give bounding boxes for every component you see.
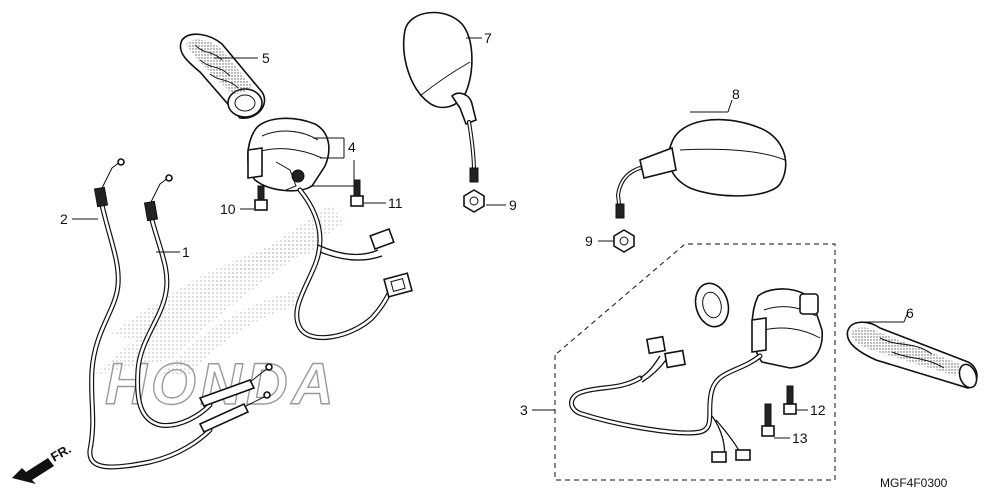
- callout-9-lower: 9: [585, 233, 593, 249]
- front-arrow-icon: [12, 458, 54, 484]
- part-6-handle-grip: [846, 321, 978, 389]
- callout-7: 7: [484, 30, 492, 46]
- callout-12: 12: [810, 402, 826, 418]
- leader-lines: [72, 37, 909, 439]
- bolt-12: [783, 385, 797, 415]
- callout-2: 2: [60, 211, 68, 227]
- callout-9-upper: 9: [509, 197, 517, 213]
- callout-11: 11: [388, 195, 403, 211]
- part-3-right-switch: [569, 282, 823, 463]
- nut-9-upper: [463, 189, 485, 213]
- nut-9-lower: [613, 229, 635, 253]
- callout-10: 10: [220, 201, 236, 217]
- part-5-throttle-grip: [179, 33, 266, 119]
- front-direction-indicator: FR.: [12, 441, 74, 484]
- bolt-11: [350, 179, 364, 207]
- callout-labels: 1 2 3 4 5 6 7 8 9 9 10 11 12 13: [60, 30, 914, 446]
- callout-5: 5: [262, 50, 270, 66]
- part-4-wiring-harness: [294, 187, 413, 341]
- part-1-2-throttle-cables: [87, 158, 273, 470]
- part-3-group-boundary: [554, 243, 836, 481]
- callout-13: 13: [792, 430, 808, 446]
- part-8-right-mirror: [615, 118, 787, 219]
- bolt-10: [254, 185, 268, 211]
- diagram-code: MGF4F0300: [880, 476, 948, 490]
- part-7-left-mirror: [402, 11, 479, 183]
- part-4-switch-housing: [247, 117, 330, 192]
- bolt-13: [761, 403, 775, 437]
- callout-6: 6: [906, 305, 914, 321]
- callout-4: 4: [348, 139, 356, 155]
- callout-8: 8: [732, 86, 740, 102]
- callout-1: 1: [182, 244, 190, 260]
- callout-3: 3: [520, 402, 528, 418]
- front-label: FR.: [48, 441, 74, 464]
- honda-wing-watermark: HONDA: [95, 205, 345, 418]
